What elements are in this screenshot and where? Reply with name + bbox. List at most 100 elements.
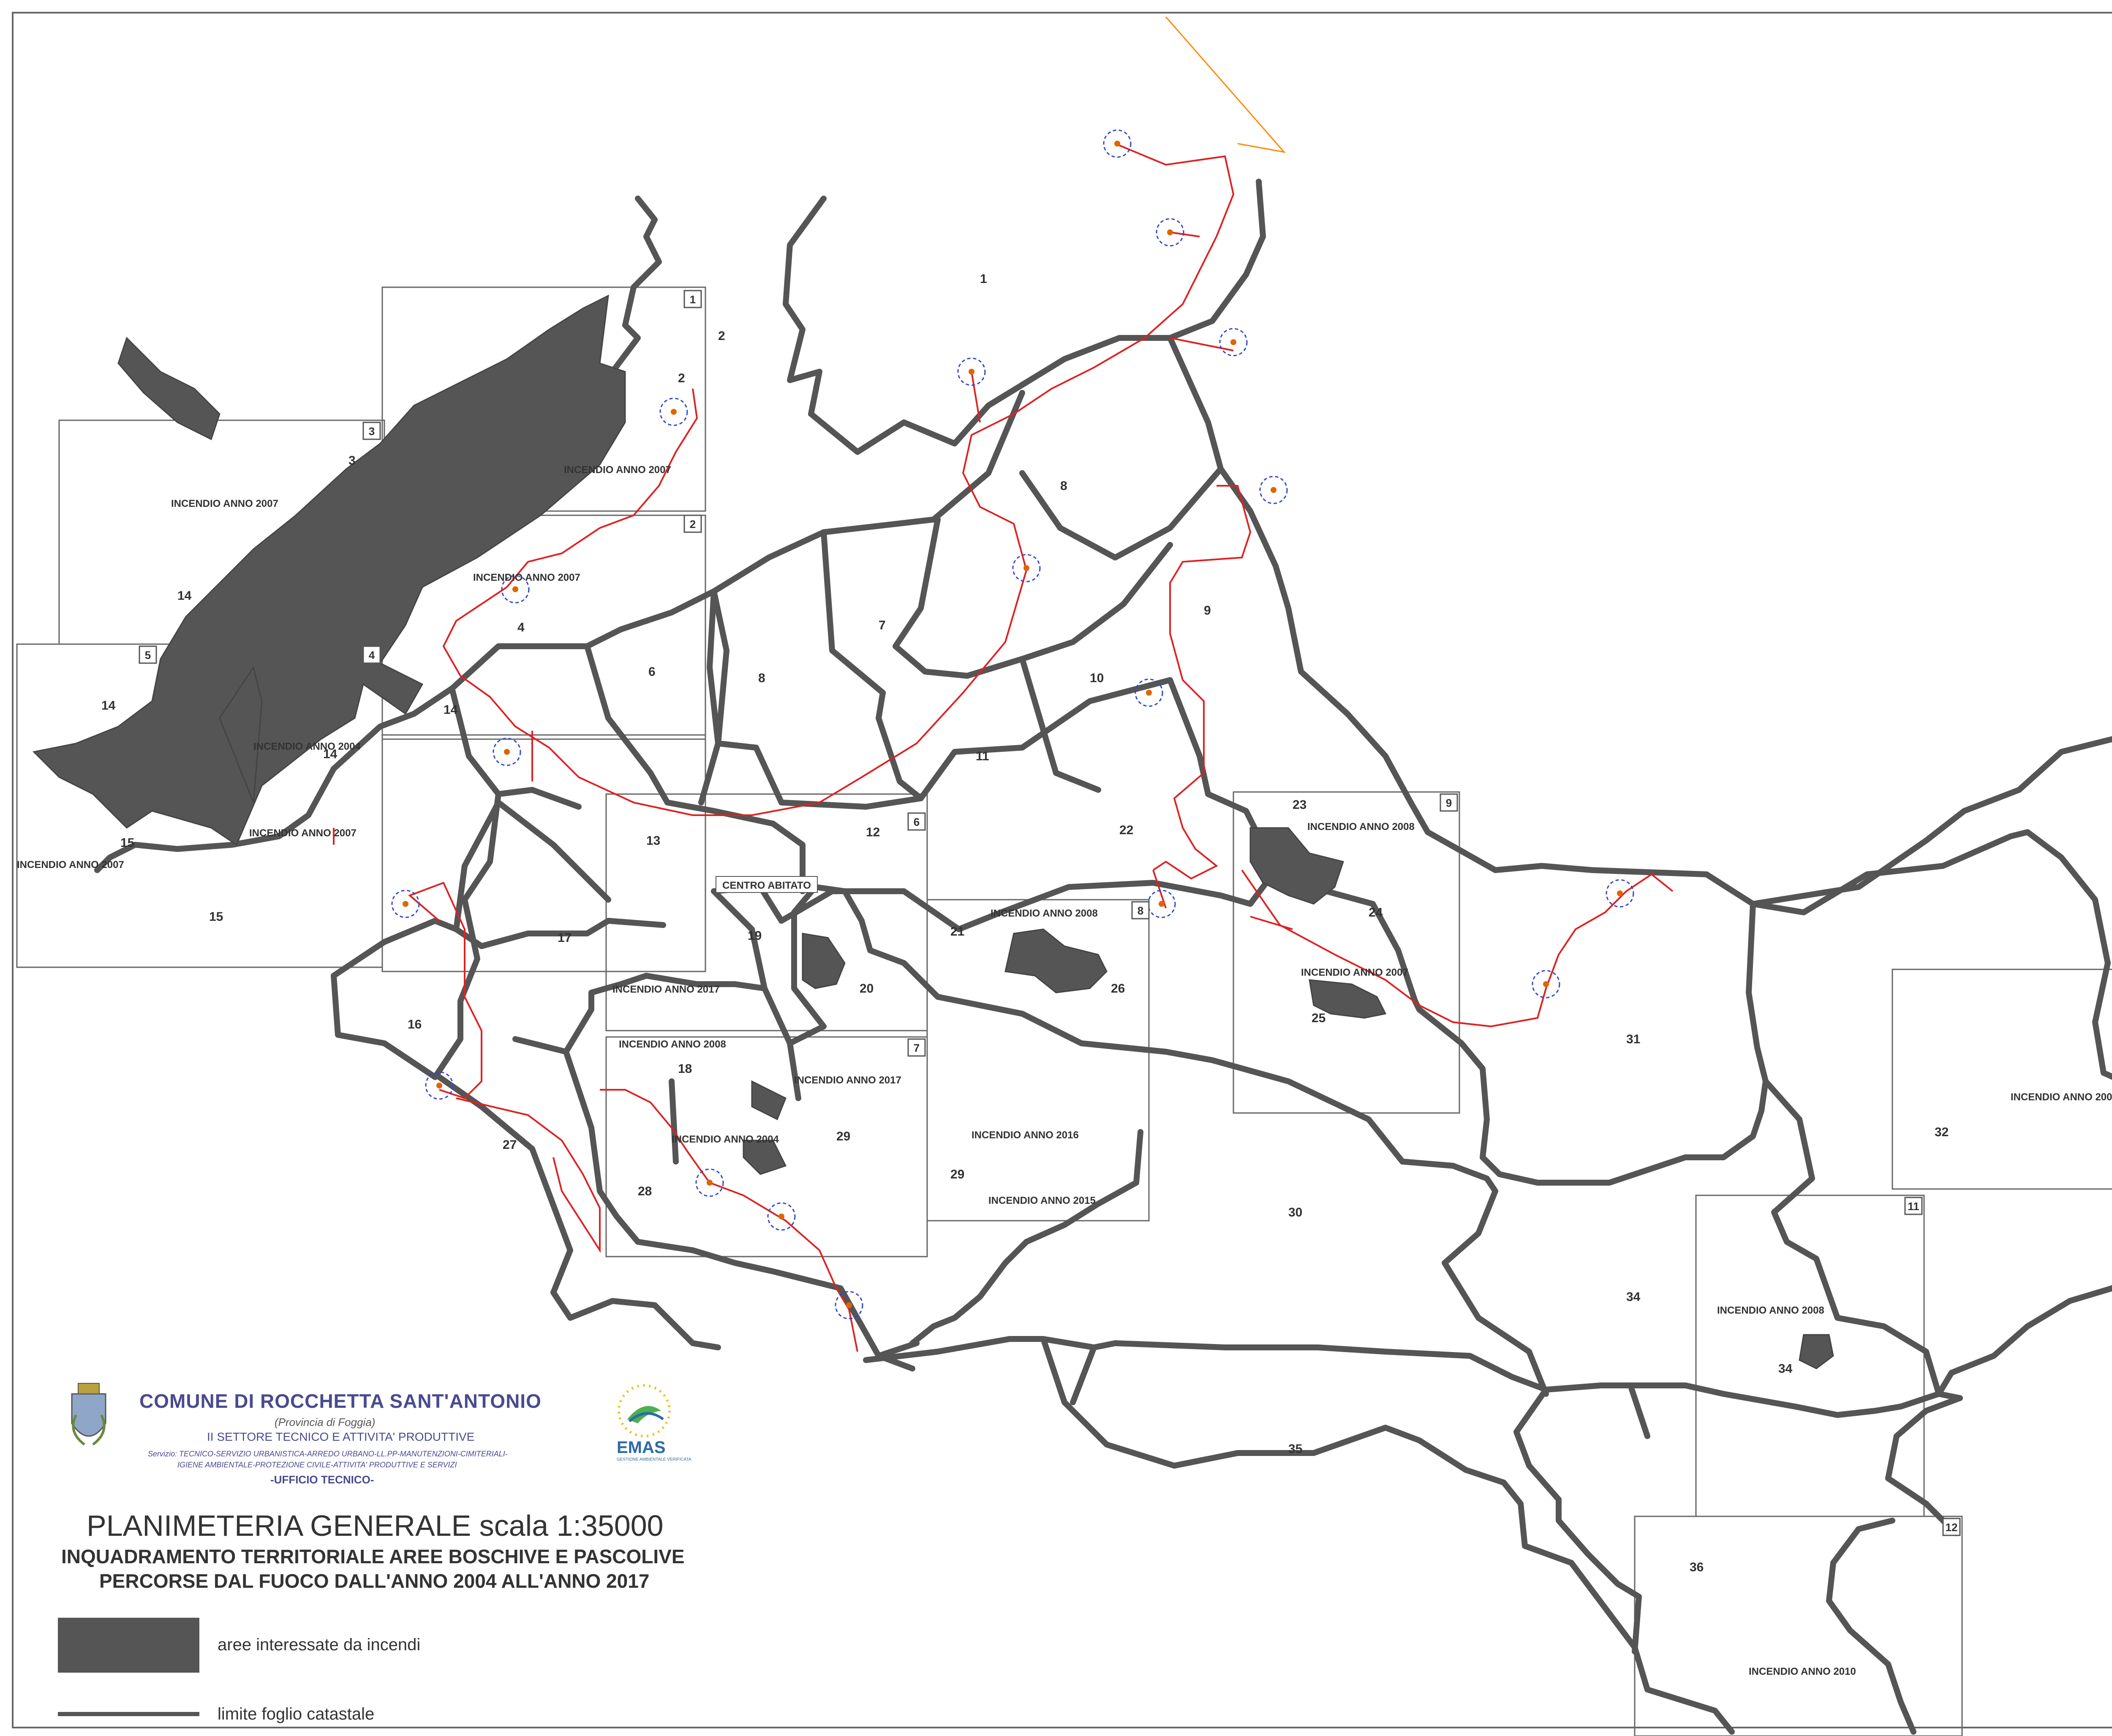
svg-text:CENTRO ABITATO: CENTRO ABITATO (722, 880, 811, 891)
sheet-number: 1 (683, 290, 702, 308)
svg-text:21: 21 (950, 925, 964, 939)
plan-title: PLANIMETERIA GENERALE scala 1:35000 (87, 1509, 664, 1542)
svg-text:15: 15 (209, 910, 223, 924)
svg-text:INCENDIO ANNO 2007: INCENDIO ANNO 2007 (2011, 1091, 2112, 1103)
turbine-marker (501, 575, 530, 604)
svg-text:14: 14 (323, 747, 337, 761)
sheet-number: 8 (1131, 901, 1150, 920)
svg-text:14: 14 (177, 589, 192, 603)
svg-text:INCENDIO ANNO 2008: INCENDIO ANNO 2008 (991, 908, 1098, 919)
svg-text:18: 18 (678, 1062, 692, 1076)
comune-servizio: Servizio: TECNICO-SERVIZIO URBANISTICA-A… (148, 1450, 508, 1458)
parcel-number-labels: 1 2 2 3 4 6 7 8 8 9 10 11 12 13 14 14 14… (101, 272, 1949, 1574)
burnt-areas (32, 294, 1834, 1369)
turbine-marker (695, 1168, 724, 1197)
svg-text:INCENDIO ANNO 2007: INCENDIO ANNO 2007 (17, 859, 124, 871)
sheet-number: 7 (907, 1038, 926, 1057)
plan-subtitle-2: PERCORSE DAL FUOCO DALL'ANNO 2004 ALL'AN… (99, 1570, 650, 1592)
svg-text:7: 7 (914, 1042, 920, 1054)
svg-text:12: 12 (1946, 1521, 1958, 1534)
turbine-marker (659, 397, 688, 426)
svg-text:34: 34 (1626, 1290, 1641, 1304)
comune-sector: II SETTORE TECNICO E ATTIVITA' PRODUTTIV… (207, 1430, 475, 1443)
legend-fire-label: aree interessate da incendi (218, 1635, 421, 1654)
comune-title: COMUNE DI ROCCHETTA SANT'ANTONIO (139, 1390, 542, 1412)
svg-text:9: 9 (1446, 797, 1452, 809)
svg-text:4: 4 (369, 649, 375, 661)
svg-text:INCENDIO ANNO 2008: INCENDIO ANNO 2008 (1307, 821, 1415, 833)
svg-text:6: 6 (648, 665, 656, 679)
svg-text:15: 15 (120, 836, 134, 850)
svg-text:INCENDIO ANNO 2017: INCENDIO ANNO 2017 (612, 984, 720, 995)
turbine-marker (835, 1291, 863, 1320)
municipal-limit (1165, 16, 1286, 153)
sheet-number: 12 (1942, 1518, 1961, 1536)
svg-text:32: 32 (1935, 1125, 1949, 1139)
svg-text:20: 20 (860, 982, 874, 996)
comune-servizio-2: IGIENE AMBIENTALE-PROTEZIONE CIVILE-ATTI… (177, 1461, 457, 1469)
svg-text:INCENDIO ANNO 2017: INCENDIO ANNO 2017 (794, 1075, 901, 1086)
legend-line-swatch (58, 1712, 199, 1716)
coat-of-arms-icon (71, 1383, 106, 1446)
svg-text:23: 23 (1293, 798, 1306, 812)
plan-subtitle-1: INQUADRAMENTO TERRITORIALE AREE BOSCHIVE… (61, 1546, 685, 1567)
svg-text:4: 4 (517, 620, 525, 634)
svg-text:9: 9 (1204, 604, 1211, 618)
svg-text:2: 2 (678, 371, 685, 385)
turbine-marker (957, 357, 986, 386)
svg-text:16: 16 (408, 1018, 422, 1031)
sheet-number: 3 (362, 422, 381, 440)
turbine-marker (1259, 476, 1288, 504)
svg-text:31: 31 (1626, 1032, 1640, 1046)
svg-text:5: 5 (145, 649, 151, 661)
svg-text:3: 3 (348, 454, 356, 468)
svg-text:22: 22 (1119, 823, 1133, 837)
svg-text:INCENDIO ANNO 2007: INCENDIO ANNO 2007 (249, 827, 357, 839)
svg-text:INCENDIO ANNO 2007: INCENDIO ANNO 2007 (564, 464, 671, 476)
sheet-number-labels: 1 2 3 4 5 6 7 8 9 11 12 (139, 290, 1961, 1536)
sheet-number: 2 (683, 514, 702, 533)
svg-text:8: 8 (1060, 479, 1067, 493)
svg-text:28: 28 (638, 1184, 652, 1198)
svg-text:19: 19 (748, 929, 762, 943)
svg-text:INCENDIO ANNO 2007: INCENDIO ANNO 2007 (473, 572, 580, 583)
svg-text:17: 17 (558, 931, 572, 945)
svg-text:26: 26 (1111, 982, 1125, 996)
emas-sub: GESTIONE AMBIENTALE VERIFICATA (617, 1457, 691, 1462)
svg-text:INCENDIO ANNO 2007: INCENDIO ANNO 2007 (1301, 967, 1408, 978)
comune-province: (Provincia di Foggia) (275, 1416, 376, 1429)
emas-label: EMAS (617, 1438, 666, 1457)
svg-text:INCENDIO ANNO 2004: INCENDIO ANNO 2004 (672, 1134, 779, 1145)
svg-text:29: 29 (836, 1129, 850, 1143)
svg-text:34: 34 (1778, 1362, 1793, 1376)
fire-event-labels: INCENDIO ANNO 2007 INCENDIO ANNO 2007 IN… (17, 464, 2112, 1677)
turbine-marker (1156, 218, 1184, 247)
turbine-marker (1532, 970, 1560, 999)
map-frame (12, 12, 2112, 1728)
sheet-number: 6 (907, 812, 926, 831)
svg-text:27: 27 (503, 1138, 517, 1152)
legend-line-label: limite foglio catastale (218, 1705, 375, 1723)
svg-text:29: 29 (950, 1167, 964, 1181)
turbine-marker (391, 890, 420, 918)
svg-text:25: 25 (1312, 1011, 1325, 1025)
svg-text:30: 30 (1288, 1205, 1302, 1219)
turbine-marker (1219, 328, 1248, 356)
svg-text:12: 12 (866, 825, 880, 839)
svg-text:INCENDIO ANNO 2008: INCENDIO ANNO 2008 (619, 1039, 726, 1050)
svg-text:INCENDIO ANNO 2015: INCENDIO ANNO 2015 (988, 1195, 1096, 1206)
turbine-marker (425, 1071, 454, 1100)
svg-text:INCENDIO ANNO 2007: INCENDIO ANNO 2007 (171, 498, 278, 509)
svg-text:6: 6 (914, 816, 920, 828)
centro-abitato-label: CENTRO ABITATO (716, 876, 818, 893)
legend-fire-swatch (58, 1618, 199, 1673)
svg-text:35: 35 (1288, 1442, 1302, 1456)
sheet-number: 11 (1904, 1197, 1923, 1215)
svg-text:11: 11 (1908, 1200, 1919, 1213)
comune-ufficio: -UFFICIO TECNICO- (270, 1473, 374, 1486)
svg-text:1: 1 (980, 272, 987, 286)
svg-text:24: 24 (1369, 906, 1383, 920)
svg-text:8: 8 (758, 671, 765, 685)
emas-logo-icon (618, 1384, 671, 1437)
